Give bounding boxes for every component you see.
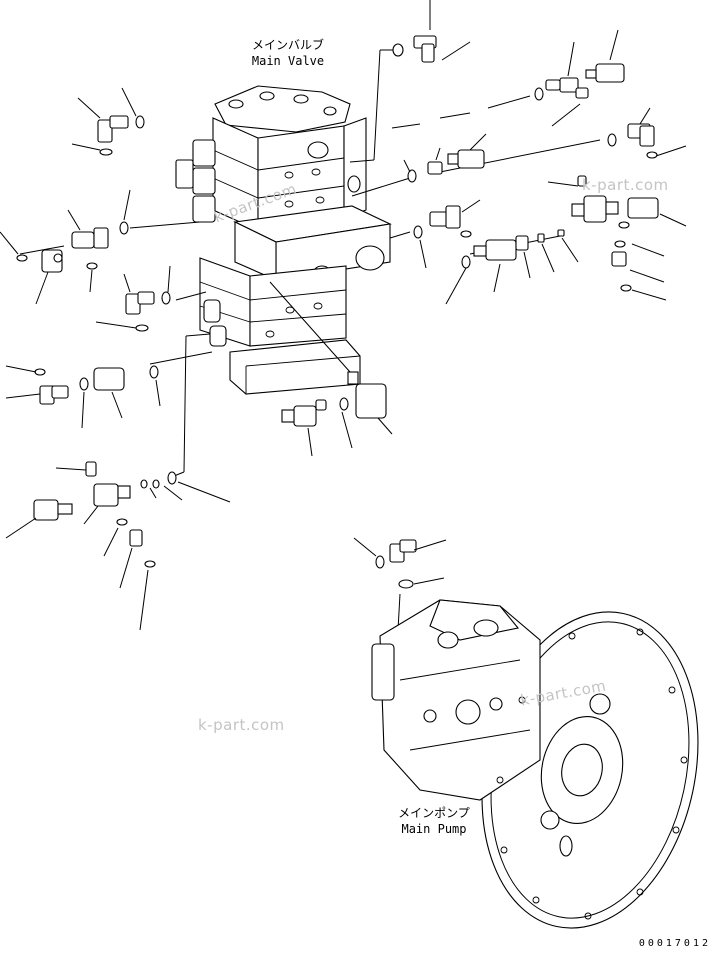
watermark: k-part.com bbox=[198, 716, 285, 734]
main-pump-label-jp: メインポンプ bbox=[398, 806, 470, 820]
main-valve-label-en: Main Valve bbox=[251, 54, 325, 68]
main-pump-assembly bbox=[371, 599, 699, 929]
main-pump-label-en: Main Pump bbox=[401, 822, 467, 836]
fittings bbox=[0, 0, 687, 631]
main-valve-assembly bbox=[175, 85, 392, 395]
watermark: k-part.com bbox=[582, 176, 669, 194]
reference-number: 00017012 bbox=[638, 938, 711, 949]
main-valve-label-jp: メインバルブ bbox=[251, 38, 324, 52]
